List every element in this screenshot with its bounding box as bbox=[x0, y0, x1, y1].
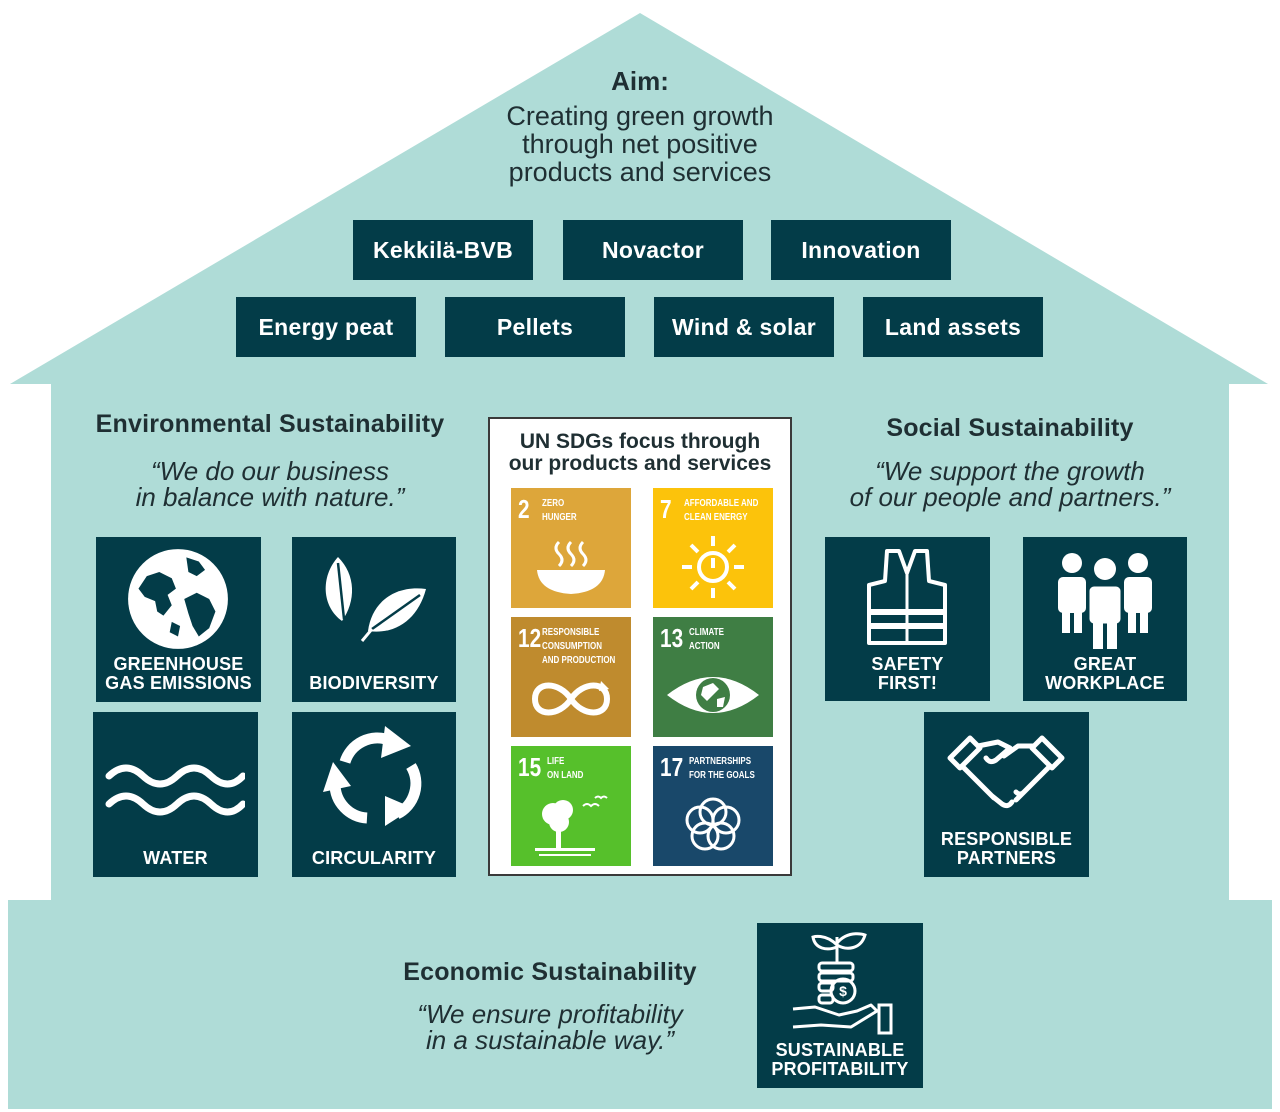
sdg-text-line-1: PARTNERSHIPS bbox=[689, 756, 752, 767]
leaves-icon bbox=[325, 557, 426, 642]
sdg-title-line-2: our products and services bbox=[508, 452, 772, 475]
social-quote-line-1: “We support the growth bbox=[875, 456, 1145, 486]
sdg-goal-2: 2 ZERO HUNGER bbox=[511, 488, 631, 608]
sdg-text-line-1: RESPONSIBLE bbox=[542, 627, 600, 638]
tile-label-line-1: CIRCULARITY bbox=[311, 848, 437, 868]
tile-greenhouse-gas-emissions: GREENHOUSE GAS EMISSIONS bbox=[96, 537, 261, 702]
tile-circularity: CIRCULARITY bbox=[292, 712, 456, 877]
business-innovation: Innovation bbox=[771, 220, 951, 280]
house-foundation bbox=[8, 900, 1272, 1109]
economic-quote: “We ensure profitability in a sustainabl… bbox=[350, 1001, 750, 1053]
sdg-text: AFFORDABLE AND CLEAN ENERGY bbox=[684, 497, 758, 525]
sdg-number: 13 bbox=[660, 623, 684, 653]
business-energy-peat: Energy peat bbox=[236, 297, 416, 357]
people-icon bbox=[1058, 553, 1152, 649]
sdg-text-line-3: AND PRODUCTION bbox=[542, 655, 616, 666]
coin-plant-hand-icon: $ bbox=[792, 932, 893, 1035]
aim-line-2: through net positive bbox=[522, 129, 758, 159]
sdg-panel: UN SDGs focus through our products and s… bbox=[488, 417, 792, 876]
sdg-goal-17: 17 PARTNERSHIPS FOR THE GOALS bbox=[653, 746, 773, 866]
aim-heading: Aim: bbox=[611, 66, 669, 96]
sdg-goal-7: 7 AFFORDABLE AND CLEAN ENERGY bbox=[653, 488, 773, 608]
roof bbox=[10, 13, 1268, 384]
sdg-text-line-1: LIFE bbox=[547, 756, 565, 767]
sun-power-icon bbox=[682, 536, 744, 598]
sdg-text: CLIMATE ACTION bbox=[689, 626, 724, 654]
sdg-text: ZERO HUNGER bbox=[542, 497, 577, 525]
sdg-goal-15: 15 LIFE ON LAND bbox=[511, 746, 631, 866]
tile-label-line-2: WORKPLACE bbox=[1045, 673, 1165, 693]
sdg-text-line-2: FOR THE GOALS bbox=[689, 770, 755, 781]
sdg-text-line-2: CONSUMPTION bbox=[542, 641, 602, 652]
tree-birds-icon bbox=[535, 795, 608, 856]
sdg-goal-12: 12 RESPONSIBLE CONSUMPTION AND PRODUCTIO… bbox=[511, 617, 631, 737]
tile-label-line-1: BIODIVERSITY bbox=[309, 673, 439, 693]
business-kekkila-bvb: Kekkilä-BVB bbox=[353, 220, 533, 280]
economic-quote-line-2: in a sustainable way.” bbox=[425, 1025, 675, 1055]
sdg-number: 15 bbox=[518, 752, 542, 782]
aim-line-3: products and services bbox=[508, 157, 772, 187]
tile-label-line-2: FIRST! bbox=[877, 673, 938, 693]
tile-label-line-1: RESPONSIBLE bbox=[940, 829, 1073, 849]
infinity-icon bbox=[531, 681, 611, 716]
business-novactor: Novactor bbox=[563, 220, 743, 280]
business-wind-solar: Wind & solar bbox=[654, 297, 834, 357]
bowl-icon bbox=[537, 540, 605, 594]
sdg-number: 17 bbox=[660, 752, 684, 782]
tile-safety-first: SAFETY FIRST! bbox=[825, 537, 990, 701]
svg-text:$: $ bbox=[839, 983, 847, 999]
sdg-text: PARTNERSHIPS FOR THE GOALS bbox=[689, 755, 755, 783]
waves-icon bbox=[105, 764, 245, 816]
business-land-assets: Land assets bbox=[863, 297, 1043, 357]
globe-icon bbox=[128, 549, 228, 649]
sdg-title-line-1: UN SDGs focus through bbox=[519, 430, 761, 453]
tile-label-line-1: GREAT bbox=[1073, 654, 1137, 674]
sdg-number: 2 bbox=[518, 494, 530, 524]
environmental-title: Environmental Sustainability bbox=[95, 410, 445, 438]
handshake-icon bbox=[947, 735, 1065, 809]
social-quote-line-2: of our people and partners.” bbox=[849, 482, 1171, 512]
aim-block: Aim: Creating green growth through net p… bbox=[440, 66, 840, 186]
sdg-text-line-1: ZERO bbox=[542, 498, 565, 509]
tile-sustainable-profitability: $ SUSTAINABLE PROFITABILITY bbox=[757, 923, 923, 1088]
tile-label-line-1: WATER bbox=[143, 848, 208, 868]
sdg-text: RESPONSIBLE CONSUMPTION AND PRODUCTION bbox=[542, 626, 615, 668]
tile-label-line-1: GREENHOUSE bbox=[113, 654, 244, 674]
sdg-text-line-2: CLEAN ENERGY bbox=[684, 512, 748, 523]
tile-label-line-1: SUSTAINABLE bbox=[775, 1040, 905, 1060]
social-title: Social Sustainability bbox=[886, 414, 1134, 442]
sdg-goal-13: 13 CLIMATE ACTION bbox=[653, 617, 773, 737]
economic-title: Economic Sustainability bbox=[403, 958, 697, 986]
tile-water: WATER bbox=[93, 712, 258, 877]
tile-label-line-2: GAS EMISSIONS bbox=[105, 673, 252, 693]
sdg-number: 7 bbox=[660, 494, 672, 524]
sdg-text-line-2: ON LAND bbox=[547, 770, 584, 781]
sdg-text-line-1: CLIMATE bbox=[689, 627, 724, 638]
eye-globe-icon bbox=[667, 677, 759, 713]
tile-label-line-2: PROFITABILITY bbox=[771, 1059, 909, 1079]
sdg-number: 12 bbox=[518, 623, 542, 653]
social-quote: “We support the growth of our people and… bbox=[810, 458, 1210, 510]
sdg-text: LIFE ON LAND bbox=[547, 755, 583, 783]
aim-line-1: Creating green growth bbox=[506, 101, 774, 131]
flower-rings-icon bbox=[685, 797, 741, 851]
tile-great-workplace: GREAT WORKPLACE bbox=[1023, 537, 1187, 701]
tile-responsible-partners: RESPONSIBLE PARTNERS bbox=[924, 712, 1089, 877]
environmental-quote: “We do our business in balance with natu… bbox=[70, 458, 470, 510]
environmental-quote-line-1: “We do our business bbox=[151, 456, 389, 486]
safety-vest-icon bbox=[867, 549, 947, 645]
tile-label-line-2: PARTNERS bbox=[956, 848, 1057, 868]
recycle-icon bbox=[323, 726, 422, 826]
sdg-text-line-1: AFFORDABLE AND bbox=[684, 498, 759, 509]
tile-label-line-1: SAFETY bbox=[871, 654, 944, 674]
sdg-text-line-2: HUNGER bbox=[542, 512, 577, 523]
economic-quote-line-1: “We ensure profitability bbox=[417, 999, 683, 1029]
business-pellets: Pellets bbox=[445, 297, 625, 357]
environmental-quote-line-2: in balance with nature.” bbox=[135, 482, 405, 512]
sdg-text-line-2: ACTION bbox=[689, 641, 720, 652]
tile-biodiversity: BIODIVERSITY bbox=[292, 537, 456, 702]
